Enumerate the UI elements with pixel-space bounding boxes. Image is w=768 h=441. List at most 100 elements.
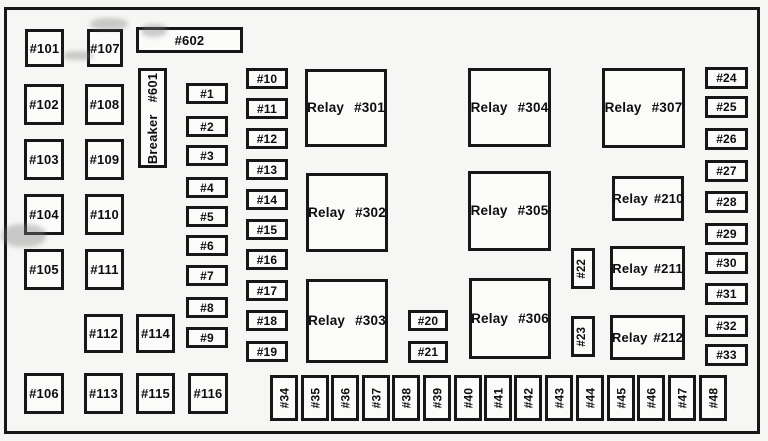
- fuse-36: #36: [331, 375, 359, 421]
- relay-306: Relay #306: [469, 278, 551, 359]
- fuse-29: #29: [705, 223, 748, 245]
- fuse-111-label: #111: [90, 262, 119, 277]
- fuse-110: #110: [85, 194, 124, 235]
- fuse-17: #17: [246, 280, 288, 301]
- relay-301-label: Relay #301: [307, 100, 385, 116]
- fuse-36-label: #36: [338, 387, 352, 409]
- relay-305-label: Relay #305: [470, 203, 549, 219]
- fuse-38: #38: [392, 375, 420, 421]
- relay-304-label: Relay #304: [470, 99, 549, 115]
- fuse-27: #27: [705, 160, 748, 182]
- breaker-601: Breaker #601: [138, 68, 167, 168]
- fuse-104: #104: [24, 194, 64, 235]
- fuse-102-label: #102: [29, 97, 59, 112]
- fuse-104-label: #104: [29, 207, 59, 222]
- relay-211: Relay #211: [610, 246, 685, 290]
- fuse-28-label: #28: [716, 195, 737, 209]
- fuse-106-label: #106: [29, 386, 59, 401]
- fuse-38-label: #38: [399, 387, 413, 409]
- fuse-3: #3: [186, 145, 228, 166]
- fuse-22-label: #22: [576, 258, 589, 279]
- fuse-14: #14: [246, 189, 288, 210]
- fuse-42: #42: [514, 375, 542, 421]
- fuse-5-label: #5: [200, 209, 214, 224]
- fuse-27-label: #27: [716, 164, 737, 178]
- fuse-44: #44: [576, 375, 604, 421]
- fuse-115: #115: [136, 373, 175, 414]
- fuse-13: #13: [246, 159, 288, 180]
- fuse-7: #7: [186, 265, 228, 286]
- fuse-40-label: #40: [461, 387, 475, 409]
- fuse-48-label: #48: [706, 387, 720, 409]
- fuse-42-label: #42: [521, 387, 535, 409]
- breaker-601-label: Breaker #601: [145, 72, 161, 164]
- relay-303: Relay #303: [306, 279, 388, 363]
- panel-outer-border: [4, 7, 760, 434]
- fuse-13-label: #13: [256, 162, 278, 177]
- fuse-15: #15: [246, 219, 288, 240]
- fuse-3-label: #3: [200, 148, 214, 163]
- fuse-26: #26: [705, 128, 748, 150]
- relay-307: Relay #307: [602, 68, 685, 148]
- fuse-102: #102: [24, 84, 64, 125]
- fuse-2-label: #2: [200, 119, 214, 134]
- fuse-30-label: #30: [716, 256, 737, 270]
- fuse-39: #39: [423, 375, 451, 421]
- fuse-30: #30: [705, 252, 748, 274]
- relay-210: Relay #210: [612, 176, 684, 221]
- fuse-35-label: #35: [308, 387, 322, 409]
- fuse-19: #19: [246, 341, 288, 362]
- fuse-10-label: #10: [256, 71, 278, 86]
- fuse-20: #20: [408, 310, 448, 331]
- fuse-34: #34: [270, 375, 298, 421]
- relay-304: Relay #304: [468, 68, 551, 147]
- fuse-9: #9: [186, 327, 228, 348]
- fuse-41: #41: [484, 375, 512, 421]
- fuse-112: #112: [84, 314, 123, 353]
- fuse-18-label: #18: [256, 313, 278, 328]
- relay-301: Relay #301: [305, 69, 387, 147]
- fuse-32-label: #32: [716, 319, 737, 333]
- relay-307-label: Relay #307: [604, 100, 683, 116]
- fuse-39-label: #39: [430, 387, 444, 409]
- relay-305: Relay #305: [468, 171, 551, 251]
- fuse-108-label: #108: [89, 97, 120, 112]
- fuse-11: #11: [246, 98, 288, 119]
- fuse-34-label: #34: [277, 387, 291, 409]
- fuse-105-label: #105: [29, 262, 59, 277]
- fuse-47-label: #47: [675, 387, 689, 409]
- fuse-31-label: #31: [716, 287, 737, 301]
- fuse-16-label: #16: [256, 252, 278, 267]
- fuse-4-label: #4: [200, 180, 214, 195]
- fuse-602-label: #602: [174, 32, 205, 48]
- fuse-37: #37: [362, 375, 390, 421]
- fuse-31: #31: [705, 283, 748, 305]
- fuse-114: #114: [136, 314, 175, 353]
- fuse-101: #101: [25, 29, 64, 67]
- relay-302: Relay #302: [306, 173, 388, 252]
- fuse-46: #46: [637, 375, 665, 421]
- fuse-24-label: #24: [716, 71, 737, 85]
- fuse-21: #21: [408, 341, 448, 363]
- fuse-12-label: #12: [256, 131, 278, 146]
- fuse-16: #16: [246, 249, 288, 270]
- fuse-9-label: #9: [200, 330, 214, 345]
- fuse-25: #25: [705, 96, 748, 118]
- fuse-114-label: #114: [140, 326, 170, 341]
- fuse-24: #24: [705, 67, 748, 89]
- fuse-2: #2: [186, 116, 228, 137]
- relay-212: Relay #212: [610, 315, 685, 360]
- fuse-116: #116: [188, 373, 228, 414]
- fuse-107-label: #107: [90, 40, 120, 56]
- fuse-18: #18: [246, 310, 288, 331]
- fuse-19-label: #19: [256, 344, 278, 359]
- relay-303-label: Relay #303: [308, 313, 386, 329]
- fuse-8: #8: [186, 297, 228, 318]
- fuse-103-label: #103: [29, 152, 59, 167]
- fuse-43-label: #43: [552, 387, 566, 409]
- fuse-6-label: #6: [200, 238, 214, 253]
- fuse-1-label: #1: [200, 86, 214, 101]
- fuse-4: #4: [186, 177, 228, 198]
- fuse-108: #108: [85, 84, 124, 125]
- fuse-116-label: #116: [193, 386, 223, 401]
